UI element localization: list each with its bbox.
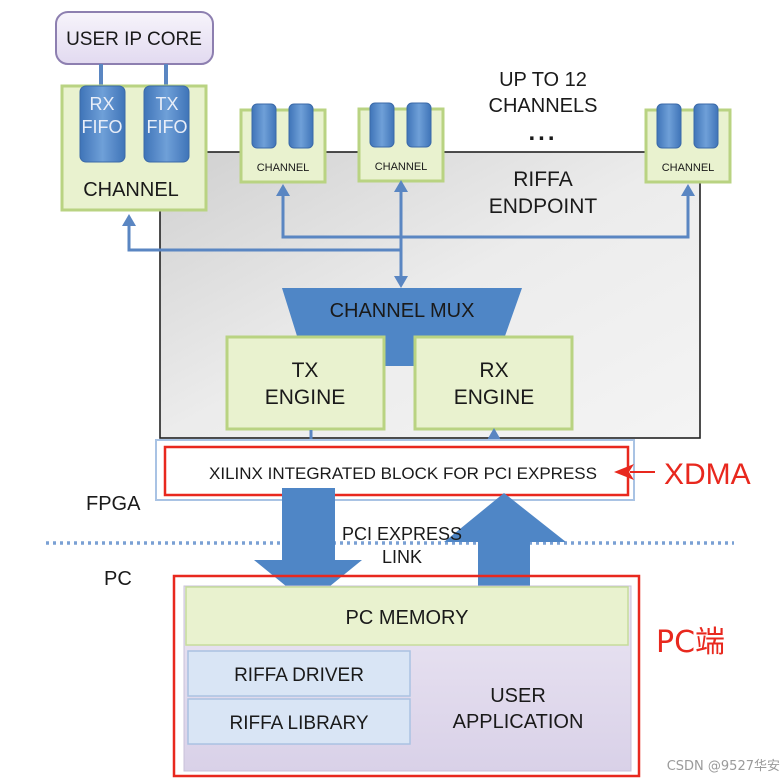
pc-side-label: PC端 [656, 625, 725, 660]
tx-fifo [143, 85, 190, 163]
riffa-library-label: RIFFA LIBRARY [229, 713, 368, 734]
channel-1-label: CHANNEL [257, 162, 310, 174]
riffa-library-box: RIFFA LIBRARY [187, 698, 411, 745]
pc-memory-label: PC MEMORY [346, 607, 469, 629]
xdma-label: XDMA [664, 458, 751, 491]
left-channel-label: CHANNEL [83, 179, 179, 201]
pc-label: PC [104, 568, 132, 590]
rx-engine-box: RX ENGINE [413, 335, 574, 431]
user-application-line1: USER [490, 685, 546, 707]
tx-engine-line2: ENGINE [265, 386, 346, 409]
rx-engine-line1: RX [479, 359, 508, 382]
channel-mux-label: CHANNEL MUX [330, 300, 475, 322]
channel-bus [127, 190, 690, 285]
riffa-driver-label: RIFFA DRIVER [234, 665, 364, 686]
pci-link-line2: LINK [382, 547, 422, 567]
channel-12-label: CHANNEL [662, 162, 715, 174]
endpoint-line1: RIFFA [513, 168, 573, 191]
tx-engine-box: TX ENGINE [225, 335, 386, 431]
fpga-label: FPGA [86, 493, 141, 515]
pci-up-arrow [444, 493, 566, 604]
endpoint-line2: ENDPOINT [489, 195, 598, 218]
rx-engine-up-arrowhead [487, 428, 501, 440]
rx-engine-line2: ENGINE [454, 386, 535, 409]
channel-bus-arrowheads [122, 180, 695, 288]
rx-fifo-line1: RX [89, 94, 114, 114]
pci-block-label: XILINX INTEGRATED BLOCK FOR PCI EXPRESS [209, 464, 597, 483]
channel-box-2: CHANNEL [357, 102, 445, 183]
user-ip-core-box: USER IP CORE [55, 11, 214, 65]
channel-box-1: CHANNEL [239, 103, 327, 184]
channels-note-line2: CHANNELS [489, 95, 598, 117]
tx-fifo-line1: TX [155, 94, 178, 114]
tx-fifo-line2: FIFO [147, 117, 188, 137]
pc-memory-box: PC MEMORY [185, 586, 629, 646]
channel-2-label: CHANNEL [375, 161, 428, 173]
tx-engine-line1: TX [292, 359, 319, 382]
channel-box-12: CHANNEL [644, 103, 732, 184]
pci-link-line1: PCI EXPRESS [342, 524, 462, 544]
user-application-line2: APPLICATION [453, 711, 584, 733]
left-channel-box: RX FIFO TX FIFO CHANNEL [60, 84, 208, 212]
pc-side-highlight-box [172, 574, 641, 778]
pci-block-frame [155, 439, 635, 501]
riffa-driver-box: RIFFA DRIVER [187, 650, 411, 697]
channels-note-line1: UP TO 12 [499, 69, 587, 91]
user-ip-core-label: USER IP CORE [66, 29, 202, 50]
rx-fifo [79, 85, 126, 163]
xdma-pointer-arrowhead [614, 464, 634, 480]
channel-mux: CHANNEL MUX [282, 288, 522, 366]
csdn-watermark: CSDN @9527华安 [667, 759, 780, 774]
rx-fifo-line2: FIFO [82, 117, 123, 137]
channels-ellipsis: ... [528, 119, 557, 146]
